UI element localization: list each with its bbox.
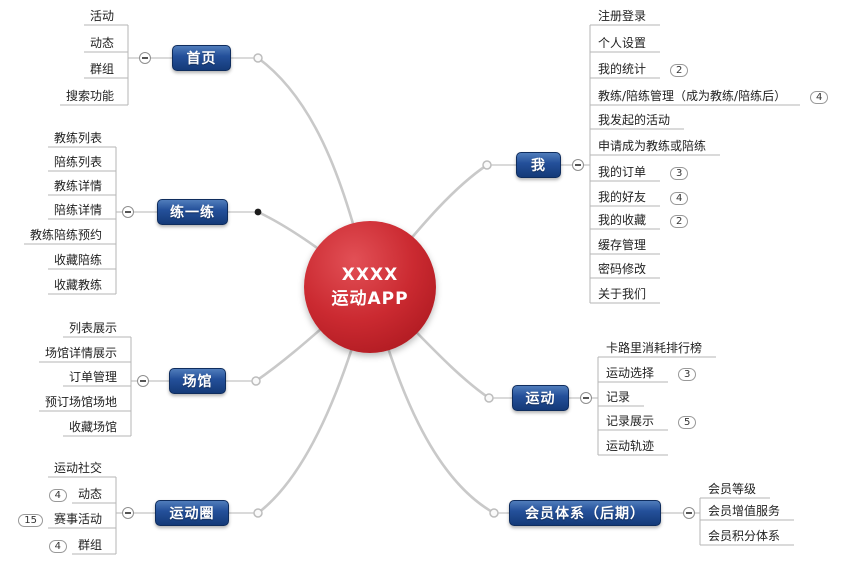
- branch-node-sport[interactable]: 运动: [512, 385, 569, 411]
- collapse-toggle-home[interactable]: [139, 52, 151, 64]
- topic-practice-6[interactable]: 收藏教练: [53, 278, 102, 292]
- topic-me-4[interactable]: 我发起的活动: [598, 113, 671, 127]
- collapse-toggle-venue[interactable]: [137, 375, 149, 387]
- topic-me-2[interactable]: 我的统计: [598, 62, 647, 76]
- topic-me-11[interactable]: 关于我们: [598, 287, 647, 301]
- collapse-toggle-practice[interactable]: [122, 206, 134, 218]
- branch-node-label: 会员体系（后期）: [525, 506, 645, 522]
- minus-icon: [575, 164, 581, 166]
- topic-practice-5[interactable]: 收藏陪练: [53, 253, 102, 267]
- branch-node-label: 运动圈: [169, 506, 215, 522]
- collapse-toggle-circle[interactable]: [122, 507, 134, 519]
- topic-practice-4[interactable]: 教练陪练预约: [29, 228, 102, 242]
- minus-icon: [686, 512, 692, 514]
- topic-me-3[interactable]: 教练/陪练管理（成为教练/陪练后）: [598, 89, 787, 103]
- root-node-title-line1: XXXX: [341, 265, 399, 285]
- topic-me-10[interactable]: 密码修改: [598, 262, 647, 276]
- topic-member-1[interactable]: 会员增值服务: [708, 504, 781, 518]
- curve-endpoint-venue: [251, 376, 261, 386]
- branch-node-home[interactable]: 首页: [172, 45, 231, 71]
- topic-sport-0[interactable]: 卡路里消耗排行榜: [606, 341, 703, 355]
- topic-sport-4[interactable]: 运动轨迹: [606, 439, 655, 453]
- minus-icon: [125, 211, 131, 213]
- minus-icon: [583, 397, 589, 399]
- topic-me-9[interactable]: 缓存管理: [598, 238, 647, 252]
- curve-endpoint-home: [253, 53, 263, 63]
- topic-venue-1[interactable]: 场馆详情展示: [44, 346, 117, 360]
- topic-me-0[interactable]: 注册登录: [598, 9, 647, 23]
- minus-icon: [140, 380, 146, 382]
- topic-me-6[interactable]: 我的订单: [598, 165, 647, 179]
- topic-circle-3[interactable]: 群组: [77, 538, 102, 552]
- branch-node-label: 场馆: [182, 374, 213, 390]
- branch-node-member[interactable]: 会员体系（后期）: [509, 500, 661, 526]
- topic-venue-3[interactable]: 预订场馆场地: [44, 395, 117, 409]
- topic-sport-1[interactable]: 运动选择: [606, 366, 655, 380]
- topic-sport-2[interactable]: 记录: [606, 390, 631, 404]
- topic-home-3[interactable]: 搜索功能: [65, 89, 114, 103]
- topic-me-8[interactable]: 我的收藏: [598, 213, 647, 227]
- count-badge: 4: [670, 192, 689, 205]
- topic-member-2[interactable]: 会员积分体系: [708, 529, 781, 543]
- branch-node-circle[interactable]: 运动圈: [155, 500, 229, 526]
- collapse-toggle-me[interactable]: [572, 159, 584, 171]
- root-node[interactable]: XXXX 运动APP: [304, 221, 436, 353]
- topic-sport-3[interactable]: 记录展示: [606, 414, 655, 428]
- minus-icon: [142, 57, 148, 59]
- root-node-title-line2: 运动APP: [331, 289, 409, 309]
- count-badge: 2: [670, 64, 689, 77]
- topic-circle-0[interactable]: 运动社交: [53, 461, 102, 475]
- topic-me-7[interactable]: 我的好友: [598, 190, 647, 204]
- branch-node-label: 首页: [186, 51, 217, 67]
- topic-home-0[interactable]: 活动: [89, 9, 114, 23]
- count-badge: 4: [810, 91, 829, 104]
- topic-practice-1[interactable]: 陪练列表: [53, 155, 102, 169]
- count-badge: 4: [48, 489, 67, 502]
- collapse-toggle-sport[interactable]: [580, 392, 592, 404]
- topic-me-1[interactable]: 个人设置: [598, 36, 647, 50]
- topic-venue-2[interactable]: 订单管理: [68, 370, 117, 384]
- count-badge: 3: [678, 368, 697, 381]
- count-badge: 5: [678, 416, 697, 429]
- collapsed-indicator-dot-practice: [254, 208, 262, 216]
- topic-me-5[interactable]: 申请成为教练或陪练: [598, 139, 707, 153]
- topic-member-0[interactable]: 会员等级: [708, 482, 757, 496]
- curve-endpoint-circle: [253, 508, 263, 518]
- topic-venue-0[interactable]: 列表展示: [68, 321, 117, 335]
- topic-practice-2[interactable]: 教练详情: [53, 179, 102, 193]
- topic-practice-0[interactable]: 教练列表: [53, 131, 102, 145]
- topic-home-1[interactable]: 动态: [89, 36, 114, 50]
- topic-circle-1[interactable]: 动态: [77, 487, 102, 501]
- topic-practice-3[interactable]: 陪练详情: [53, 203, 102, 217]
- curve-endpoint-sport: [484, 393, 494, 403]
- count-badge: 2: [670, 215, 689, 228]
- curve-endpoint-member: [489, 508, 499, 518]
- branch-node-me[interactable]: 我: [516, 152, 561, 178]
- branch-node-label: 练一练: [170, 205, 215, 221]
- branch-node-label: 运动: [525, 391, 556, 407]
- topic-home-2[interactable]: 群组: [89, 62, 114, 76]
- topic-venue-4[interactable]: 收藏场馆: [68, 420, 117, 434]
- branch-node-label: 我: [531, 158, 546, 174]
- collapse-toggle-member[interactable]: [683, 507, 695, 519]
- branch-node-venue[interactable]: 场馆: [169, 368, 226, 394]
- count-badge: 4: [48, 540, 67, 553]
- count-badge: 3: [670, 167, 689, 180]
- count-badge: 15: [18, 514, 43, 527]
- branch-node-practice[interactable]: 练一练: [157, 199, 228, 225]
- topic-circle-2[interactable]: 赛事活动: [53, 512, 102, 526]
- minus-icon: [125, 512, 131, 514]
- curve-endpoint-me: [482, 160, 492, 170]
